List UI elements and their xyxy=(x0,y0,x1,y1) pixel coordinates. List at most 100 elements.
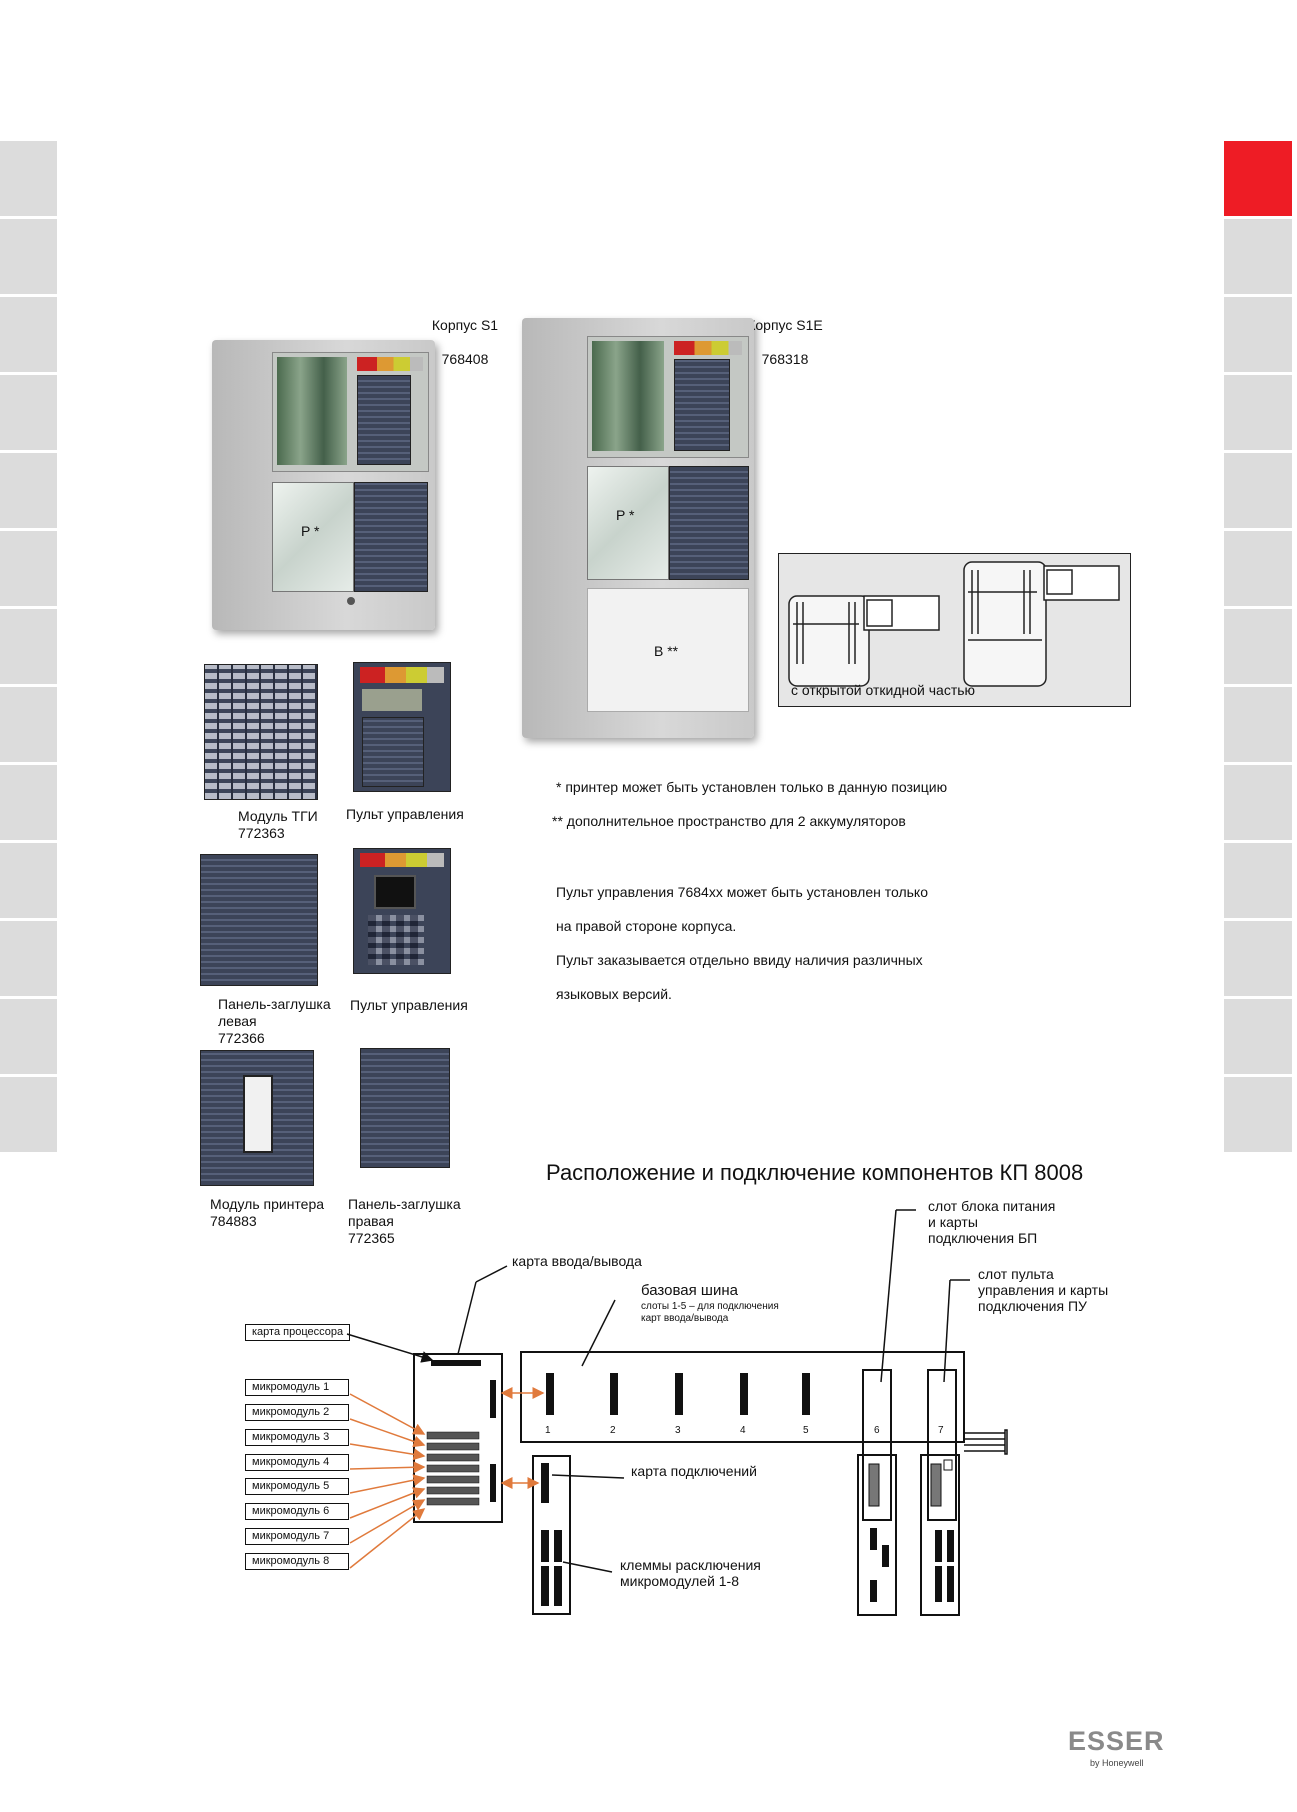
control-panel-2-label: Пульт управления xyxy=(350,997,468,1013)
panel-note-line: на правой стороне корпуса. xyxy=(556,918,737,934)
lcd-display xyxy=(362,689,422,711)
housing-s1e-printer-bay: P * xyxy=(587,466,669,580)
status-led-strip xyxy=(674,341,742,355)
diagram-title: Расположение и подключение компонентов К… xyxy=(546,1160,1084,1185)
housing-s1-code: 768408 xyxy=(441,351,489,367)
printer-window xyxy=(243,1075,273,1153)
side-tab[interactable] xyxy=(0,609,57,684)
panel-shutter xyxy=(362,717,424,787)
micromodule-box: микромодуль 4 xyxy=(245,1454,349,1471)
housing-s1e-label: Корпус S1E 768318 xyxy=(730,300,840,385)
control-panel-1-label: Пульт управления xyxy=(346,806,464,822)
circuit-boards xyxy=(592,341,664,451)
housing-s1e-battery-bay: B ** xyxy=(587,588,749,712)
side-tab[interactable] xyxy=(0,1077,57,1152)
side-tab[interactable] xyxy=(0,531,57,606)
side-tab[interactable] xyxy=(0,921,57,996)
side-tab[interactable] xyxy=(1224,297,1292,372)
side-tab[interactable] xyxy=(1224,687,1292,762)
side-tab[interactable] xyxy=(0,375,57,450)
side-tab[interactable] xyxy=(0,141,57,216)
lock-icon xyxy=(347,597,355,605)
module-tgi-image xyxy=(204,664,318,800)
micromodule-box: микромодуль 2 xyxy=(245,1404,349,1421)
side-tab[interactable] xyxy=(0,843,57,918)
open-part-illustration: с открытой откидной частью xyxy=(778,553,1131,707)
micromodule-box: микромодуль 1 xyxy=(245,1379,349,1396)
panel-note: Пульт управления 7684xx может быть устан… xyxy=(556,867,928,1020)
blank-panel-right xyxy=(669,466,749,580)
side-tab[interactable] xyxy=(0,999,57,1074)
side-tab[interactable] xyxy=(1224,219,1292,294)
side-tab[interactable] xyxy=(1224,375,1292,450)
footnote-battery: ** дополнительное пространство для 2 акк… xyxy=(552,813,906,829)
side-tab[interactable] xyxy=(1224,921,1292,996)
slot-number: 5 xyxy=(803,1425,809,1436)
printer-mark: P * xyxy=(301,523,320,539)
battery-mark: B ** xyxy=(654,643,679,659)
panel-connection-card xyxy=(920,1454,960,1616)
io-card-label: карта ввода/вывода xyxy=(512,1253,642,1269)
side-tab[interactable] xyxy=(0,765,57,840)
connection-card-label: карта подключений xyxy=(631,1463,757,1479)
open-part-caption: с открытой откидной частью xyxy=(791,682,976,698)
panel-note-line: Пульт управления 7684xx может быть устан… xyxy=(556,884,928,900)
base-bus-note: слоты 1-5 – для подключения карт ввода/в… xyxy=(641,1301,779,1324)
control-panel-1-image xyxy=(353,662,451,792)
side-tab[interactable] xyxy=(1224,453,1292,528)
keypad xyxy=(368,915,424,965)
slot-6-card xyxy=(862,1369,892,1521)
panel-note-line: Пульт заказывается отдельно ввиду наличи… xyxy=(556,952,923,968)
side-tab[interactable] xyxy=(1224,999,1292,1074)
housing-s1-title: Корпус S1 xyxy=(431,317,499,333)
blank-panel-right xyxy=(354,482,428,592)
control-panel-shutter xyxy=(674,359,730,451)
circuit-boards xyxy=(277,357,347,465)
micromodule-box: микромодуль 8 xyxy=(245,1553,349,1570)
housing-s1e-upper-bay xyxy=(587,336,749,458)
slot-number: 2 xyxy=(610,1425,616,1436)
status-led-strip xyxy=(360,853,444,867)
panel-note-line: языковых версий. xyxy=(556,986,672,1002)
control-panel-shutter xyxy=(357,375,411,465)
open-part-drawing xyxy=(788,561,1120,687)
side-tab[interactable] xyxy=(0,453,57,528)
status-led-strip xyxy=(360,667,444,683)
housing-s1-printer-bay: P * xyxy=(272,482,354,592)
housing-s1e-code: 768318 xyxy=(761,351,809,367)
printer-mark: P * xyxy=(616,507,635,523)
lcd-display xyxy=(374,875,416,909)
micromodule-box: микромодуль 7 xyxy=(245,1528,349,1545)
side-tab[interactable] xyxy=(1224,843,1292,918)
base-bus-label: базовая шина xyxy=(641,1282,738,1299)
housing-s1-upper-bay xyxy=(272,352,429,472)
side-tab-active[interactable] xyxy=(1224,141,1292,216)
blank-panel-right-label: Панель-заглушка правая 772365 xyxy=(348,1196,461,1246)
micromodule-box: микромодуль 3 xyxy=(245,1429,349,1446)
slot-number: 1 xyxy=(545,1425,551,1436)
control-panel-2-image xyxy=(353,848,451,974)
blank-panel-right-image xyxy=(360,1048,450,1168)
side-tab[interactable] xyxy=(0,219,57,294)
footnotes: * принтер может быть установлен только в… xyxy=(552,762,947,847)
printer-module-label: Модуль принтера 784883 xyxy=(210,1196,325,1229)
cpu-card-box: карта процессора xyxy=(245,1324,351,1341)
side-tab[interactable] xyxy=(1224,765,1292,840)
micromodule-box: микромодуль 5 xyxy=(245,1478,349,1495)
connection-card xyxy=(532,1455,571,1615)
housing-s1e-image: P * B ** xyxy=(522,318,754,738)
slot-number: 7 xyxy=(938,1425,944,1436)
honeywell-tagline: by Honeywell xyxy=(1090,1758,1144,1768)
slot-7-card xyxy=(927,1369,957,1521)
side-tab[interactable] xyxy=(1224,531,1292,606)
power-connection-card xyxy=(857,1454,897,1616)
footnote-printer: * принтер может быть установлен только в… xyxy=(556,779,948,795)
slot-number: 6 xyxy=(874,1425,880,1436)
side-tab[interactable] xyxy=(1224,1077,1292,1152)
side-tab[interactable] xyxy=(0,687,57,762)
side-tab[interactable] xyxy=(1224,609,1292,684)
side-tab[interactable] xyxy=(0,297,57,372)
micromodule-box: микромодуль 6 xyxy=(245,1503,349,1520)
power-slot-label: слот блока питания и карты подключения Б… xyxy=(928,1198,1056,1246)
